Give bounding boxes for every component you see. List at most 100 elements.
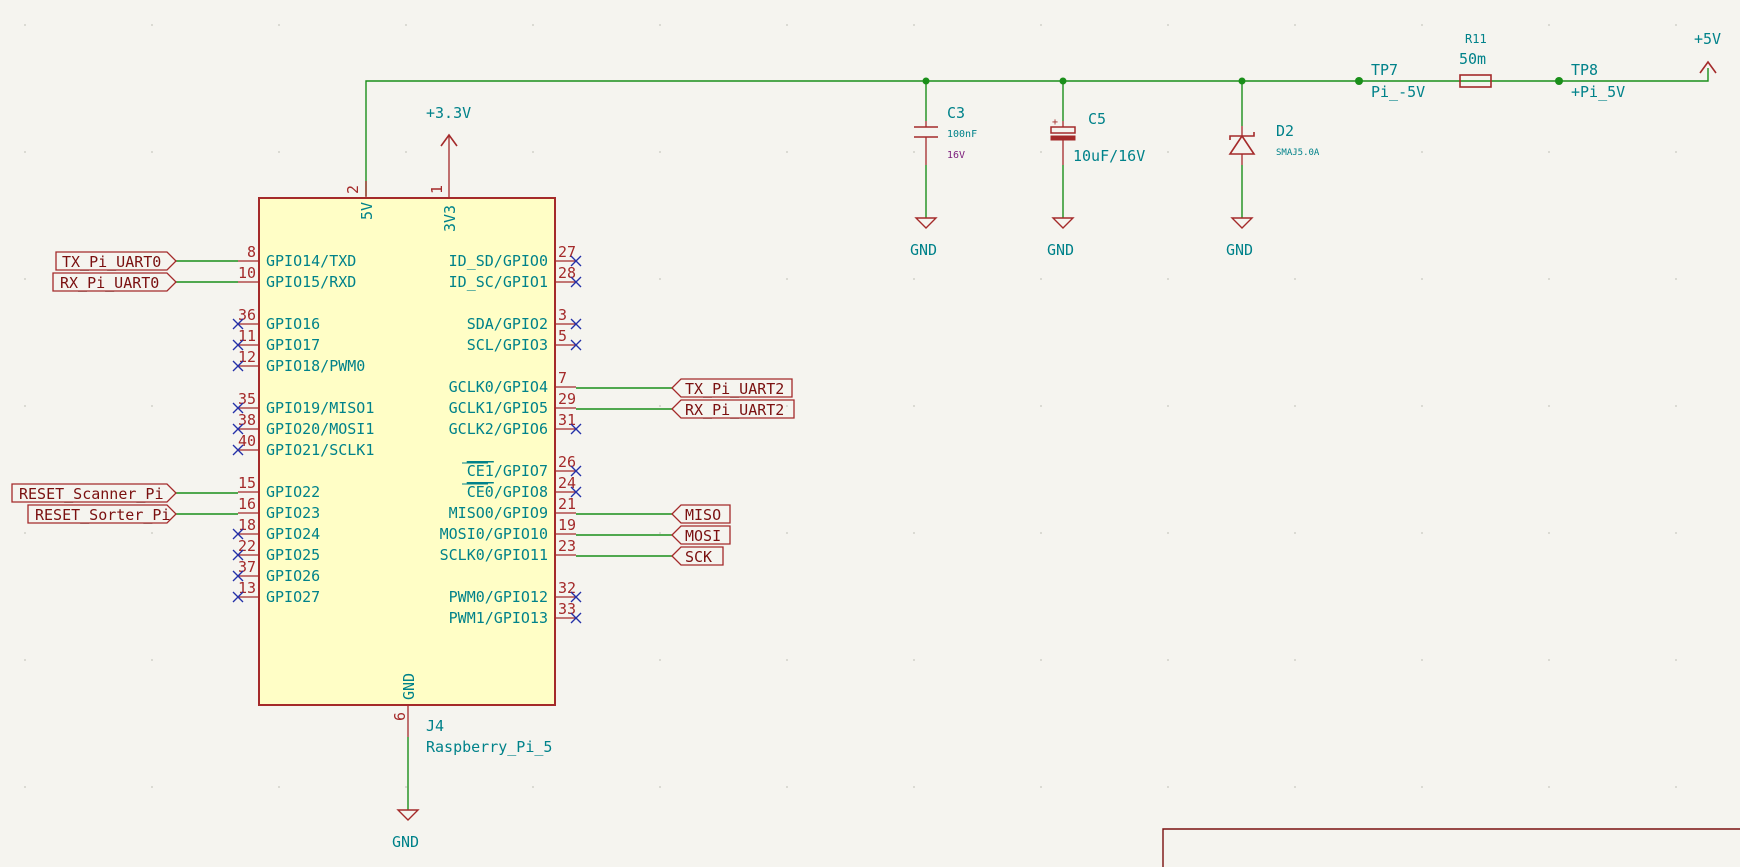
pin-name: GPIO19/MISO1 <box>266 399 374 417</box>
net-label-tx-pi-uart2[interactable]: TX_Pi_UART2 <box>671 378 793 398</box>
pin-name: ID_SC/GPIO1 <box>449 273 548 291</box>
net-label-tx-pi-uart0[interactable]: TX_Pi_UART0 <box>55 251 177 271</box>
grid-dot <box>1675 24 1677 26</box>
pin-number: 8 <box>247 243 256 261</box>
gnd-symbol-c5[interactable]: GND <box>1047 217 1075 259</box>
grid-dot <box>913 151 915 153</box>
power-3v3-symbol[interactable]: +3.3V <box>426 104 471 198</box>
junction-dot <box>1238 77 1246 85</box>
pin-name: SCLK0/GPIO11 <box>440 546 548 564</box>
no-connect-flag <box>232 570 244 582</box>
pin-name-active-low: CE0 <box>467 483 494 501</box>
net-label-reset-sorter-pi[interactable]: RESET_Sorter_Pi <box>27 504 177 524</box>
grid-dot <box>1675 278 1677 280</box>
grid-dot <box>24 532 26 534</box>
grid-dots <box>24 24 1677 788</box>
pin-name: GPIO23 <box>266 504 320 522</box>
no-connect-flag <box>570 486 582 498</box>
net-label-miso[interactable]: MISO <box>671 504 731 524</box>
d2-ref: D2 <box>1276 122 1294 140</box>
resistor-r11[interactable]: R11 50m <box>1459 32 1492 88</box>
pin-name: GPIO17 <box>266 336 320 354</box>
grid-dot <box>1294 151 1296 153</box>
grid-dot <box>1294 786 1296 788</box>
pin-number: 19 <box>558 516 576 534</box>
pin-name: GPIO27 <box>266 588 320 606</box>
net-label-mosi[interactable]: MOSI <box>671 525 731 545</box>
tp8-ref: TP8 <box>1571 61 1598 79</box>
gnd-symbol-d2[interactable]: GND <box>1226 217 1254 259</box>
c3-voltage: 16V <box>947 150 965 161</box>
no-connect-flag <box>232 339 244 351</box>
pin-name-gnd: GND <box>400 673 418 700</box>
grid-dot <box>913 532 915 534</box>
grid-dot <box>659 786 661 788</box>
grid-dot <box>1675 786 1677 788</box>
net-label-rx-pi-uart2[interactable]: RX_Pi_UART2 <box>671 399 795 419</box>
ic-value: Raspberry_Pi_5 <box>426 738 552 756</box>
testpoint-tp8-dot[interactable] <box>1555 77 1563 85</box>
grid-dot <box>151 278 153 280</box>
pin-number: 3 <box>558 306 567 324</box>
tvs-diode-d2[interactable]: D2 SMAJ5.0A <box>1228 122 1320 218</box>
grid-dot <box>1421 24 1423 26</box>
grid-dot <box>1167 659 1169 661</box>
grid-dot <box>1548 151 1550 153</box>
grid-dot <box>659 532 661 534</box>
net-label-text: MOSI <box>685 527 721 545</box>
pin-name: GPIO26 <box>266 567 320 585</box>
grid-dot <box>278 786 280 788</box>
pin-number: 5 <box>558 327 567 345</box>
pin-name: GCLK2/GPIO6 <box>449 420 548 438</box>
pin-name: GCLK0/GPIO4 <box>449 378 548 396</box>
pin-name: MISO0/GPIO9 <box>449 504 548 522</box>
ic-ref: J4 <box>426 717 444 735</box>
capacitor-c3[interactable]: C3 100nF 16V <box>914 104 977 218</box>
pin-name: SDA/GPIO2 <box>467 315 548 333</box>
no-connect-flag <box>232 549 244 561</box>
net-label-sck[interactable]: SCK <box>671 546 724 566</box>
grid-dot <box>1040 532 1042 534</box>
testpoint-tp7-dot[interactable] <box>1355 77 1363 85</box>
grid-dot <box>532 24 534 26</box>
grid-dot <box>659 278 661 280</box>
grid-dot <box>1675 151 1677 153</box>
grid-dot <box>913 278 915 280</box>
no-connect-flag <box>232 528 244 540</box>
gnd-symbol-c3[interactable]: GND <box>910 217 938 259</box>
grid-dot <box>1294 532 1296 534</box>
grid-dot <box>1548 278 1550 280</box>
gnd-label: GND <box>1047 241 1074 259</box>
capacitor-c5[interactable]: + C5 10uF/16V <box>1050 110 1145 218</box>
grid-dot <box>1548 532 1550 534</box>
tp7-value: Pi_-5V <box>1371 83 1425 101</box>
pin-number-1: 1 <box>428 185 446 194</box>
power-5v-symbol[interactable]: +5V <box>1694 30 1721 74</box>
gnd-symbol-ic[interactable]: GND <box>392 809 420 851</box>
grid-dot <box>151 532 153 534</box>
net-label-reset-scanner-pi[interactable]: RESET_Scanner_Pi <box>11 483 177 503</box>
grid-dot <box>1421 278 1423 280</box>
grid-dot <box>151 659 153 661</box>
no-connect-flag <box>570 423 582 435</box>
grid-dot <box>1167 532 1169 534</box>
net-label-rx-pi-uart0[interactable]: RX_Pi_UART0 <box>52 272 177 292</box>
tp8-value: +Pi_5V <box>1571 83 1625 101</box>
grid-dot <box>1421 659 1423 661</box>
pin-name-rest: /GPIO8 <box>494 483 548 501</box>
grid-dot <box>24 405 26 407</box>
no-connect-flag <box>232 591 244 603</box>
right-pin-group: 27ID_SD/GPIO028ID_SC/GPIO13SDA/GPIO25SCL… <box>440 243 582 627</box>
net-label-text: TX_Pi_UART0 <box>62 253 161 271</box>
grid-dot <box>1294 659 1296 661</box>
grid-dot <box>1167 24 1169 26</box>
grid-dot <box>1294 278 1296 280</box>
pin-number: 23 <box>558 537 576 555</box>
no-connect-flag <box>570 339 582 351</box>
grid-dot <box>532 151 534 153</box>
grid-dot <box>1040 278 1042 280</box>
grid-dot <box>1167 405 1169 407</box>
net-label-text: RX_Pi_UART2 <box>685 401 784 419</box>
pin-name: GPIO16 <box>266 315 320 333</box>
